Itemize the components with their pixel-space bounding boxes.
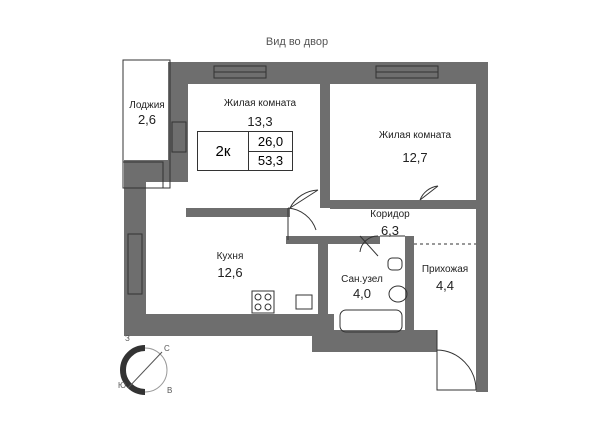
apartment-summary: 2к 26,0 53,3 xyxy=(197,131,293,171)
fixtures xyxy=(122,59,477,391)
wash-basin xyxy=(388,285,408,303)
wall-corridor-top xyxy=(330,200,476,209)
hallway-area: 4,4 xyxy=(435,278,455,293)
window-kitchen xyxy=(127,233,143,295)
living-room-1-name: Жилая комната xyxy=(223,98,297,109)
wall-left-lower xyxy=(124,160,146,320)
wall-kitchen-bath xyxy=(318,236,328,336)
wall-living-partition xyxy=(320,80,330,208)
door-arc-bath xyxy=(359,235,379,257)
compass-north: С xyxy=(164,344,170,353)
compass-east: В xyxy=(167,386,173,395)
stove xyxy=(251,290,275,314)
living-area: 26,0 xyxy=(257,133,284,149)
kitchen-area: 12,6 xyxy=(217,265,243,280)
walls xyxy=(124,62,488,392)
wall-bath-right xyxy=(405,236,414,346)
wall-step xyxy=(124,160,188,182)
corridor-name: Коридор xyxy=(370,209,410,220)
living-room-2-area: 12,7 xyxy=(402,150,428,165)
door-arc-living2 xyxy=(419,185,439,201)
living-room-2-label: Жилая комната 12,7 xyxy=(360,130,470,166)
kitchen-label: Кухня 12,6 xyxy=(200,251,260,281)
wall-bottom-mid xyxy=(312,330,437,352)
wall-right xyxy=(476,62,488,392)
apartment-type: 2к xyxy=(198,132,249,170)
door-loggia xyxy=(171,121,187,153)
compass-rose xyxy=(120,345,168,395)
wall-corridor-lower xyxy=(286,236,318,244)
entrance-door xyxy=(436,330,477,391)
kitchen-name: Кухня xyxy=(216,251,244,262)
door-arc-kitchen xyxy=(287,207,317,240)
corridor-label: Коридор 6,3 xyxy=(360,209,420,239)
wall-bath-top xyxy=(328,236,380,244)
bathroom-name: Сан.узел xyxy=(341,274,383,285)
living-room-1-label: Жилая комната 13,3 xyxy=(200,98,320,130)
living-room-2-name: Жилая комната xyxy=(378,130,452,141)
bathroom-label: Сан.узел 4,0 xyxy=(336,274,388,302)
loggia-label: Лоджия 2,6 xyxy=(124,100,170,128)
toilet xyxy=(387,257,403,271)
view-caption: Вид во двор xyxy=(265,36,329,48)
bathroom-area: 4,0 xyxy=(352,286,372,301)
compass-west: З xyxy=(125,334,130,343)
loggia-base xyxy=(122,161,164,189)
loggia-name: Лоджия xyxy=(129,100,165,111)
loggia-area: 2,6 xyxy=(137,112,157,127)
door-arc-living1 xyxy=(289,189,319,209)
bathtub xyxy=(339,309,403,333)
corridor-area: 6,3 xyxy=(380,223,400,238)
wall-living-kitchen xyxy=(186,208,290,217)
hallway-name: Прихожая xyxy=(421,264,469,275)
kitchen-sink xyxy=(295,294,313,310)
hallway-label: Прихожая 4,4 xyxy=(414,264,476,294)
compass-south: Ю xyxy=(118,381,127,390)
wall-left-upper xyxy=(168,62,188,162)
living-room-1-area: 13,3 xyxy=(247,114,273,129)
total-area: 53,3 xyxy=(249,150,292,171)
wall-bottom-left xyxy=(124,314,334,336)
